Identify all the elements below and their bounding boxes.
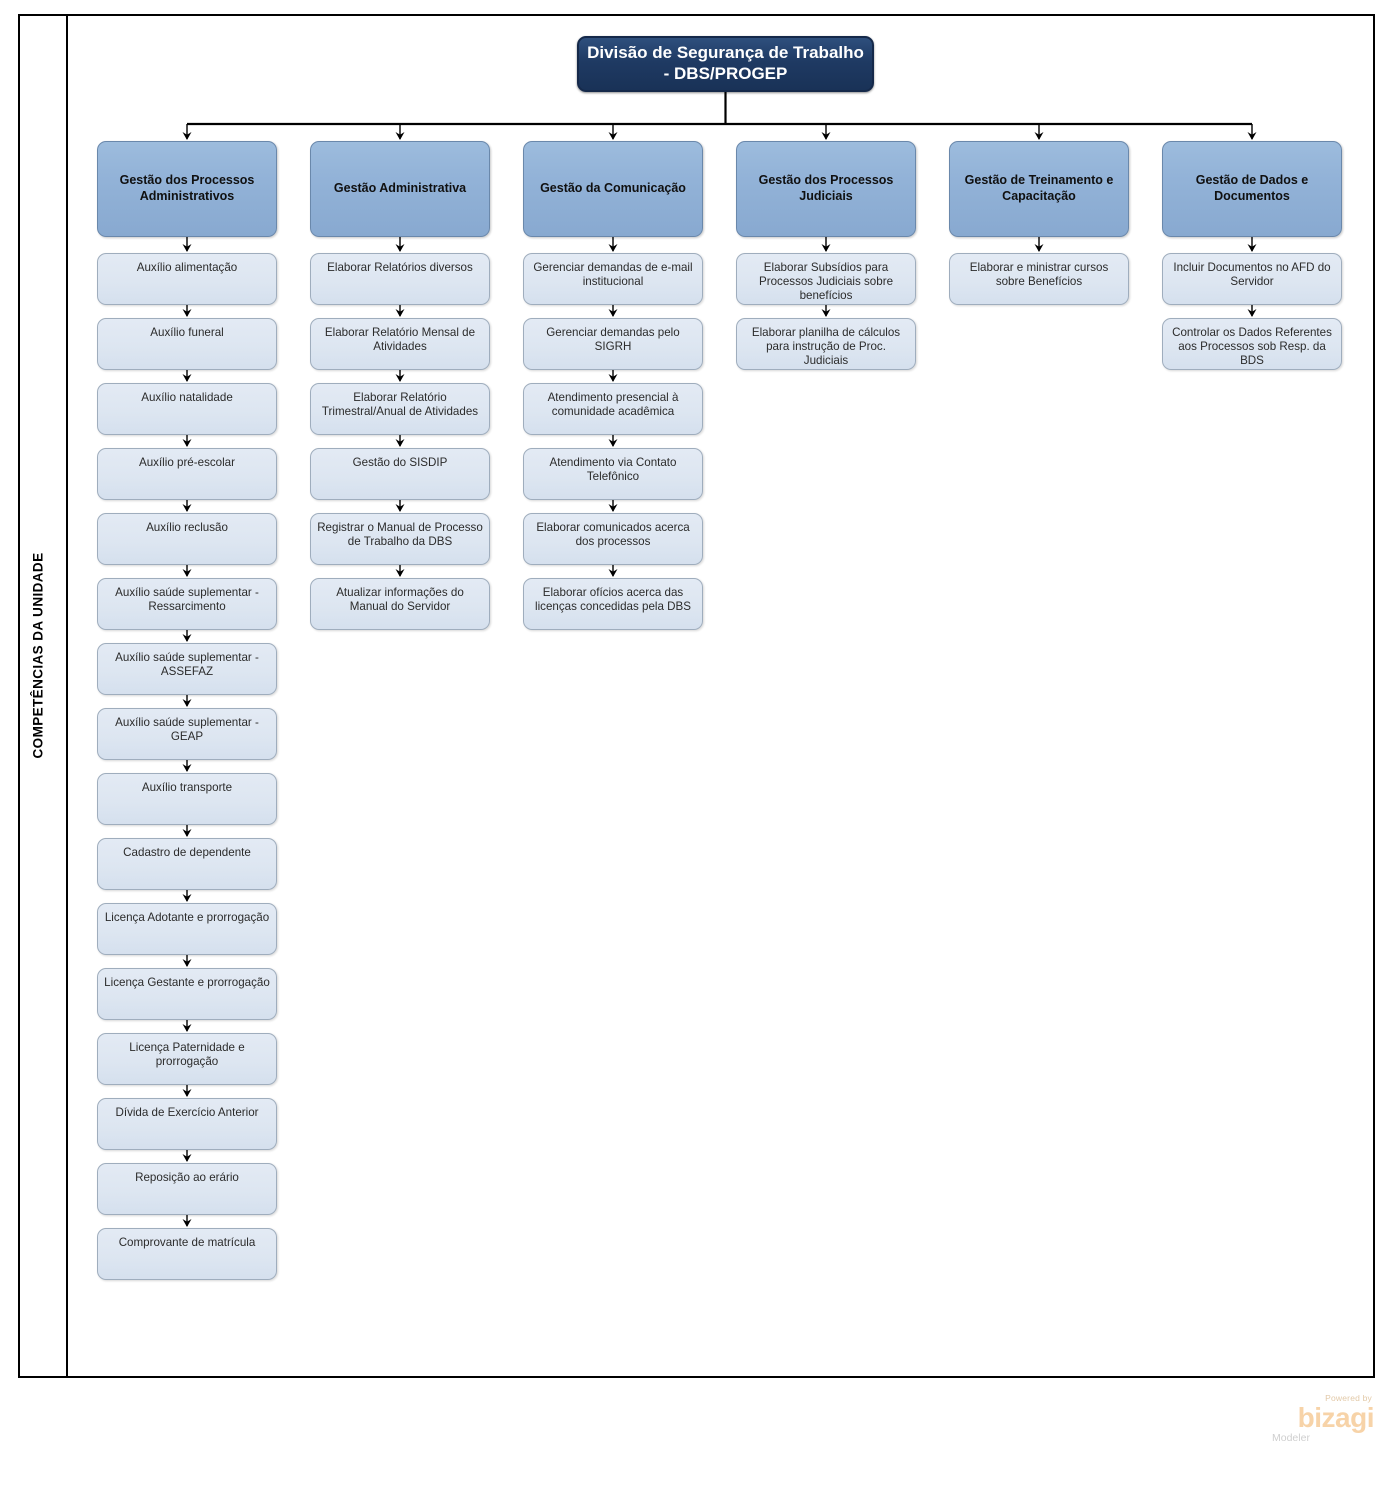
task-node-c1-3[interactable]: Auxílio natalidade (97, 383, 277, 435)
task-node-c2-4[interactable]: Gestão do SISDIP (310, 448, 490, 500)
task-node-c1-2[interactable]: Auxílio funeral (97, 318, 277, 370)
task-node-c1-10[interactable]: Cadastro de dependente (97, 838, 277, 890)
task-node-c3-5[interactable]: Elaborar comunicados acerca dos processo… (523, 513, 703, 565)
task-node-c1-2-label: Auxílio funeral (150, 326, 224, 339)
task-node-c6-2[interactable]: Controlar os Dados Referentes aos Proces… (1162, 318, 1342, 370)
group-node-3-label: Gestão da Comunicação (540, 181, 686, 196)
task-node-c1-8[interactable]: Auxílio saúde suplementar - GEAP (97, 708, 277, 760)
task-node-c3-1[interactable]: Gerenciar demandas de e-mail institucion… (523, 253, 703, 305)
root-node[interactable]: Divisão de Segurança de Trabalho - DBS/P… (577, 36, 874, 92)
group-node-2-label: Gestão Administrativa (333, 181, 467, 196)
task-node-c4-2[interactable]: Elaborar planilha de cálculos para instr… (736, 318, 916, 370)
group-node-1-label: Gestão dos Processos Administrativos (119, 173, 255, 203)
group-node-4-label: Gestão dos Processos Judiciais (758, 173, 894, 203)
task-node-c2-6[interactable]: Atualizar informações do Manual do Servi… (310, 578, 490, 630)
task-node-c3-2-label: Gerenciar demandas pelo SIGRH (546, 326, 680, 354)
task-node-c1-15-label: Reposição ao erário (135, 1171, 239, 1184)
task-node-c1-11[interactable]: Licença Adotante e prorrogação (97, 903, 277, 955)
task-node-c1-6-label: Auxílio saúde suplementar - Ressarciment… (115, 586, 259, 614)
task-node-c1-8-label: Auxílio saúde suplementar - GEAP (115, 716, 259, 744)
frame-vertical-divider (66, 14, 68, 1378)
task-node-c1-11-label: Licença Adotante e prorrogação (104, 911, 270, 924)
task-node-c1-4-label: Auxílio pré-escolar (138, 456, 235, 469)
task-node-c1-5-label: Auxílio reclusão (146, 521, 228, 534)
task-node-c6-1-label: Incluir Documentos no AFD do Servidor (1173, 261, 1331, 289)
task-node-c5-1[interactable]: Elaborar e ministrar cursos sobre Benefí… (949, 253, 1129, 305)
task-node-c1-1-label: Auxílio alimentação (136, 261, 238, 274)
task-node-c1-9-label: Auxílio transporte (141, 781, 233, 794)
task-node-c2-2-label: Elaborar Relatório Mensal de Atividades (324, 326, 476, 354)
task-node-c2-1[interactable]: Elaborar Relatórios diversos (310, 253, 490, 305)
task-node-c4-1-label: Elaborar Subsídios para Processos Judici… (758, 261, 894, 303)
task-node-c3-1-label: Gerenciar demandas de e-mail institucion… (533, 261, 693, 289)
watermark-powered-by: Powered by (1325, 1393, 1372, 1403)
task-node-c6-1[interactable]: Incluir Documentos no AFD do Servidor (1162, 253, 1342, 305)
task-node-c2-5[interactable]: Registrar o Manual de Processo de Trabal… (310, 513, 490, 565)
group-node-5-label: Gestão de Treinamento e Capacitação (964, 173, 1114, 203)
task-node-c2-3[interactable]: Elaborar Relatório Trimestral/Anual de A… (310, 383, 490, 435)
task-node-c1-14[interactable]: Dívida de Exercício Anterior (97, 1098, 277, 1150)
task-node-c1-1[interactable]: Auxílio alimentação (97, 253, 277, 305)
task-node-c1-7[interactable]: Auxílio saúde suplementar - ASSEFAZ (97, 643, 277, 695)
task-node-c3-6-label: Elaborar ofícios acerca das licenças con… (535, 586, 691, 614)
bizagi-watermark: Powered by bizagi Modeler (1262, 1393, 1375, 1456)
task-node-c3-5-label: Elaborar comunicados acerca dos processo… (536, 521, 690, 549)
group-node-3[interactable]: Gestão da Comunicação (523, 141, 703, 237)
task-node-c1-5[interactable]: Auxílio reclusão (97, 513, 277, 565)
task-node-c1-13-label: Licença Paternidade e prorrogação (129, 1041, 245, 1069)
task-node-c3-2[interactable]: Gerenciar demandas pelo SIGRH (523, 318, 703, 370)
group-node-5[interactable]: Gestão de Treinamento e Capacitação (949, 141, 1129, 237)
task-node-c6-2-label: Controlar os Dados Referentes aos Proces… (1172, 326, 1332, 368)
task-node-c3-4[interactable]: Atendimento via Contato Telefônico (523, 448, 703, 500)
task-node-c1-3-label: Auxílio natalidade (141, 391, 233, 404)
task-node-c2-1-label: Elaborar Relatórios diversos (327, 261, 473, 274)
task-node-c1-7-label: Auxílio saúde suplementar - ASSEFAZ (115, 651, 259, 679)
task-node-c1-14-label: Dívida de Exercício Anterior (115, 1106, 259, 1119)
group-node-6[interactable]: Gestão de Dados e Documentos (1162, 141, 1342, 237)
task-node-c3-6[interactable]: Elaborar ofícios acerca das licenças con… (523, 578, 703, 630)
diagram-frame (18, 14, 1375, 1378)
task-node-c1-16[interactable]: Comprovante de matrícula (97, 1228, 277, 1280)
task-node-c2-6-label: Atualizar informações do Manual do Servi… (336, 586, 464, 614)
group-node-6-label: Gestão de Dados e Documentos (1195, 173, 1309, 203)
task-node-c1-6[interactable]: Auxílio saúde suplementar - Ressarciment… (97, 578, 277, 630)
task-node-c5-1-label: Elaborar e ministrar cursos sobre Benefí… (969, 261, 1109, 289)
task-node-c4-1[interactable]: Elaborar Subsídios para Processos Judici… (736, 253, 916, 305)
task-node-c2-3-label: Elaborar Relatório Trimestral/Anual de A… (321, 391, 479, 419)
task-node-c1-12-label: Licença Gestante e prorrogação (104, 976, 270, 989)
watermark-product: Modeler (1272, 1432, 1310, 1445)
task-node-c3-3[interactable]: Atendimento presencial à comunidade acad… (523, 383, 703, 435)
group-node-1[interactable]: Gestão dos Processos Administrativos (97, 141, 277, 237)
task-node-c1-16-label: Comprovante de matrícula (118, 1236, 256, 1249)
group-node-2[interactable]: Gestão Administrativa (310, 141, 490, 237)
task-node-c1-13[interactable]: Licença Paternidade e prorrogação (97, 1033, 277, 1085)
task-node-c1-15[interactable]: Reposição ao erário (97, 1163, 277, 1215)
task-node-c2-2[interactable]: Elaborar Relatório Mensal de Atividades (310, 318, 490, 370)
task-node-c2-5-label: Registrar o Manual de Processo de Trabal… (317, 521, 483, 549)
root-node-label: Divisão de Segurança de Trabalho - DBS/P… (587, 43, 864, 83)
task-node-c1-9[interactable]: Auxílio transporte (97, 773, 277, 825)
group-node-4[interactable]: Gestão dos Processos Judiciais (736, 141, 916, 237)
task-node-c3-3-label: Atendimento presencial à comunidade acad… (547, 391, 679, 419)
task-node-c2-4-label: Gestão do SISDIP (352, 456, 448, 469)
task-node-c3-4-label: Atendimento via Contato Telefônico (549, 456, 677, 484)
task-node-c1-10-label: Cadastro de dependente (123, 846, 251, 859)
task-node-c4-2-label: Elaborar planilha de cálculos para instr… (751, 326, 901, 368)
task-node-c1-12[interactable]: Licença Gestante e prorrogação (97, 968, 277, 1020)
task-node-c1-4[interactable]: Auxílio pré-escolar (97, 448, 277, 500)
watermark-brand: bizagi (1297, 1401, 1375, 1433)
